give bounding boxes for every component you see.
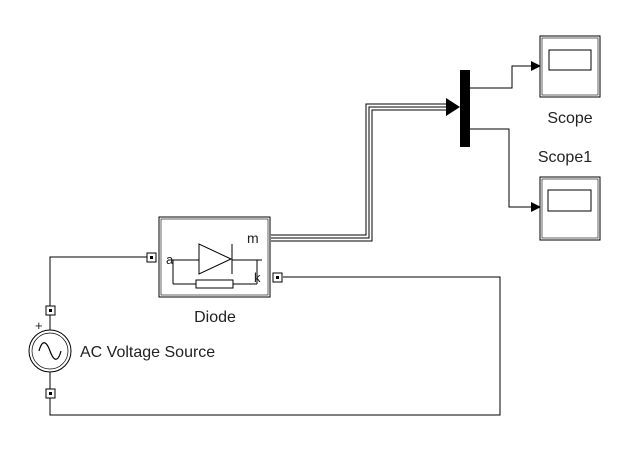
signal-line-diode-to-bus[interactable] (271, 103, 446, 242)
diode-symbol-icon (168, 243, 262, 289)
diode-block-label: Diode (194, 309, 236, 326)
ac-voltage-source-block[interactable]: + (28, 315, 72, 389)
diode-port-a[interactable] (146, 252, 157, 263)
bus-selector-block[interactable] (460, 70, 470, 147)
scope-block[interactable] (539, 35, 601, 98)
diode-port-m-label: m (247, 230, 259, 246)
scope1-screen-icon (547, 189, 592, 212)
scope-block-label: Scope (547, 110, 592, 127)
physical-line-source-to-diode-a[interactable] (49, 256, 148, 307)
diode-block[interactable]: a m k (158, 216, 271, 298)
scope1-block-label: Scope1 (538, 149, 592, 166)
ac-source-port-bottom[interactable] (45, 388, 56, 399)
ac-source-port-top[interactable] (45, 305, 56, 316)
scope1-block[interactable] (539, 176, 601, 241)
physical-line-diode-k-to-source[interactable] (49, 276, 501, 416)
bus-input-arrow (446, 98, 460, 116)
ac-voltage-source-label: AC Voltage Source (80, 344, 215, 361)
sine-wave-icon (38, 342, 62, 360)
signal-line-bus-to-scope[interactable] (470, 61, 541, 89)
diode-port-a-label: a (166, 252, 174, 267)
diode-port-k[interactable] (272, 272, 283, 283)
source-plus-sign: + (35, 318, 43, 333)
signal-line-bus-to-scope1[interactable] (470, 128, 541, 212)
diode-port-k-label: k (254, 270, 261, 285)
scope-screen-icon (548, 49, 592, 71)
